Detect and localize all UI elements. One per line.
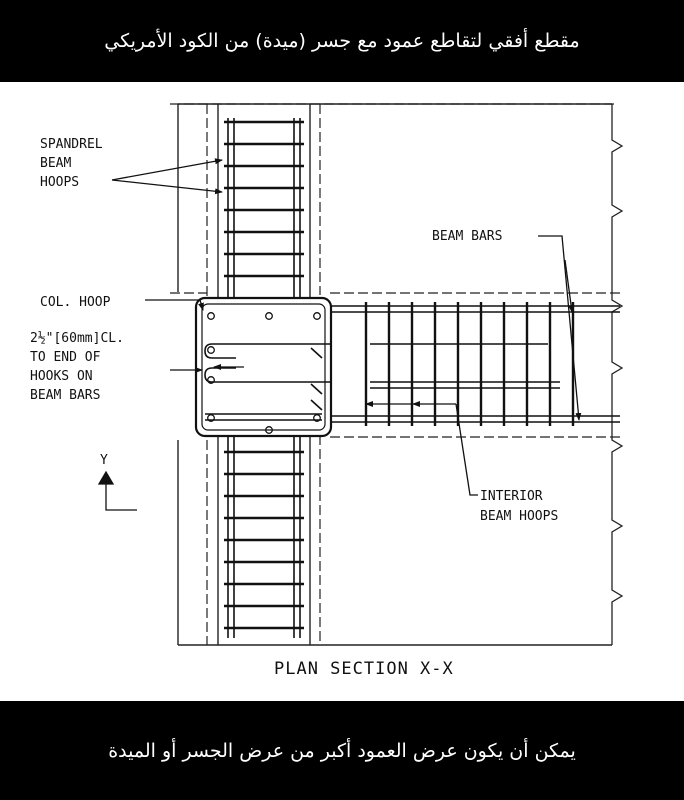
axis-y-label: Y [100, 453, 108, 468]
col-hoop-label: COL. HOOP [40, 295, 111, 310]
footer-caption: يمكن أن يكون عرض العمود أكبر من عرض الجس… [0, 701, 684, 800]
beam-bar-hooks [204, 343, 330, 411]
axis-indicator [97, 470, 137, 511]
interior-beam-hoops-label-2: BEAM HOOPS [480, 509, 558, 524]
column-cross-ties [205, 413, 322, 421]
spandrel-hoops [224, 120, 304, 630]
spandrel-beam-hoops-label-2: BEAM [40, 156, 71, 171]
header-caption: مقطع أفقي لتقاطع عمود مع جسر (ميدة) من ا… [0, 0, 684, 82]
plan-section-drawing: SPANDREL BEAM HOOPS COL. HOOP 2½"[60mm]C… [30, 103, 624, 679]
clearance-note-3: HOOKS ON [30, 369, 93, 384]
section-title: PLAN SECTION X-X [274, 659, 454, 679]
clearance-note-2: TO END OF [30, 350, 101, 365]
leaders [111, 158, 582, 496]
break-line [611, 104, 624, 645]
spandrel-beam-hoops-label-1: SPANDREL [40, 137, 103, 152]
clearance-note-4: BEAM BARS [30, 388, 100, 403]
beam-bars-label: BEAM BARS [432, 229, 502, 244]
interior-beam-hoops-label-1: INTERIOR [480, 489, 543, 504]
beam-hoops [364, 302, 575, 426]
spandrel-beam-hoops-label-3: HOOPS [40, 175, 79, 190]
clearance-note-1: 2½"[60mm]CL. [30, 331, 124, 346]
